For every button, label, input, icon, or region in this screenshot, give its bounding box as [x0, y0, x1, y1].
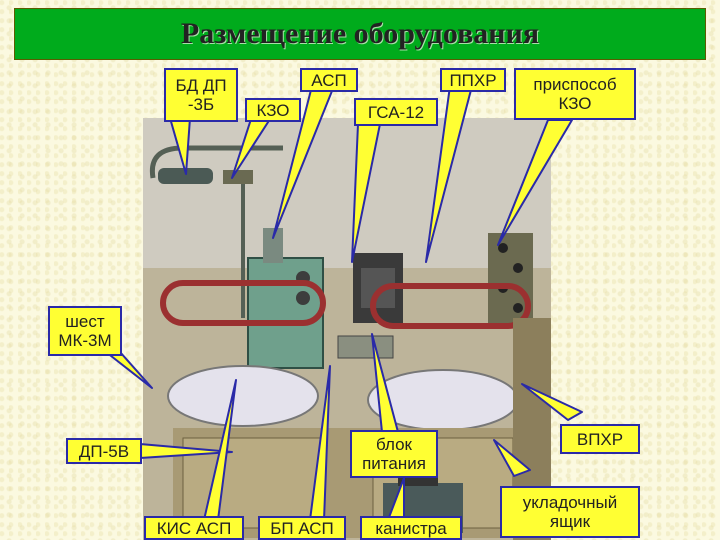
label-blok: блок питания [350, 430, 438, 478]
label-kanistra: канистра [360, 516, 462, 540]
equipment-illustration [143, 118, 551, 540]
pointer-blok [371, 333, 399, 433]
label-kzo: КЗО [245, 98, 301, 122]
label-dp5v: ДП-5В [66, 438, 142, 464]
label-ukladochny: укладочный ящик [500, 486, 640, 538]
label-shest: шест МК-3М [48, 306, 122, 356]
pointer-kzo [231, 115, 273, 179]
label-asp: АСП [300, 68, 358, 92]
pointer-kanistra [387, 477, 405, 521]
label-prisposob: приспособ КЗО [514, 68, 636, 120]
pointer-bd-dp [169, 117, 191, 175]
pointer-prisposob [497, 119, 573, 246]
pointer-gsa12 [351, 123, 381, 263]
pointer-vpkhr [521, 383, 583, 421]
label-vpkhr: ВПХР [560, 424, 640, 454]
label-kis-asp: КИС АСП [144, 516, 244, 540]
label-bd-dp: БД ДП -3Б [164, 68, 238, 122]
equipment-photo [143, 118, 551, 540]
pointer-bp-asp [309, 365, 331, 521]
label-ppkhr: ППХР [440, 68, 506, 92]
label-bp-asp: БП АСП [258, 516, 346, 540]
pointer-ukladochny [493, 439, 531, 477]
label-gsa12: ГСА-12 [354, 98, 438, 126]
pointer-shest [105, 351, 153, 389]
title-bar: Размещение оборудования [14, 8, 706, 60]
page-title: Размещение оборудования [180, 17, 540, 50]
